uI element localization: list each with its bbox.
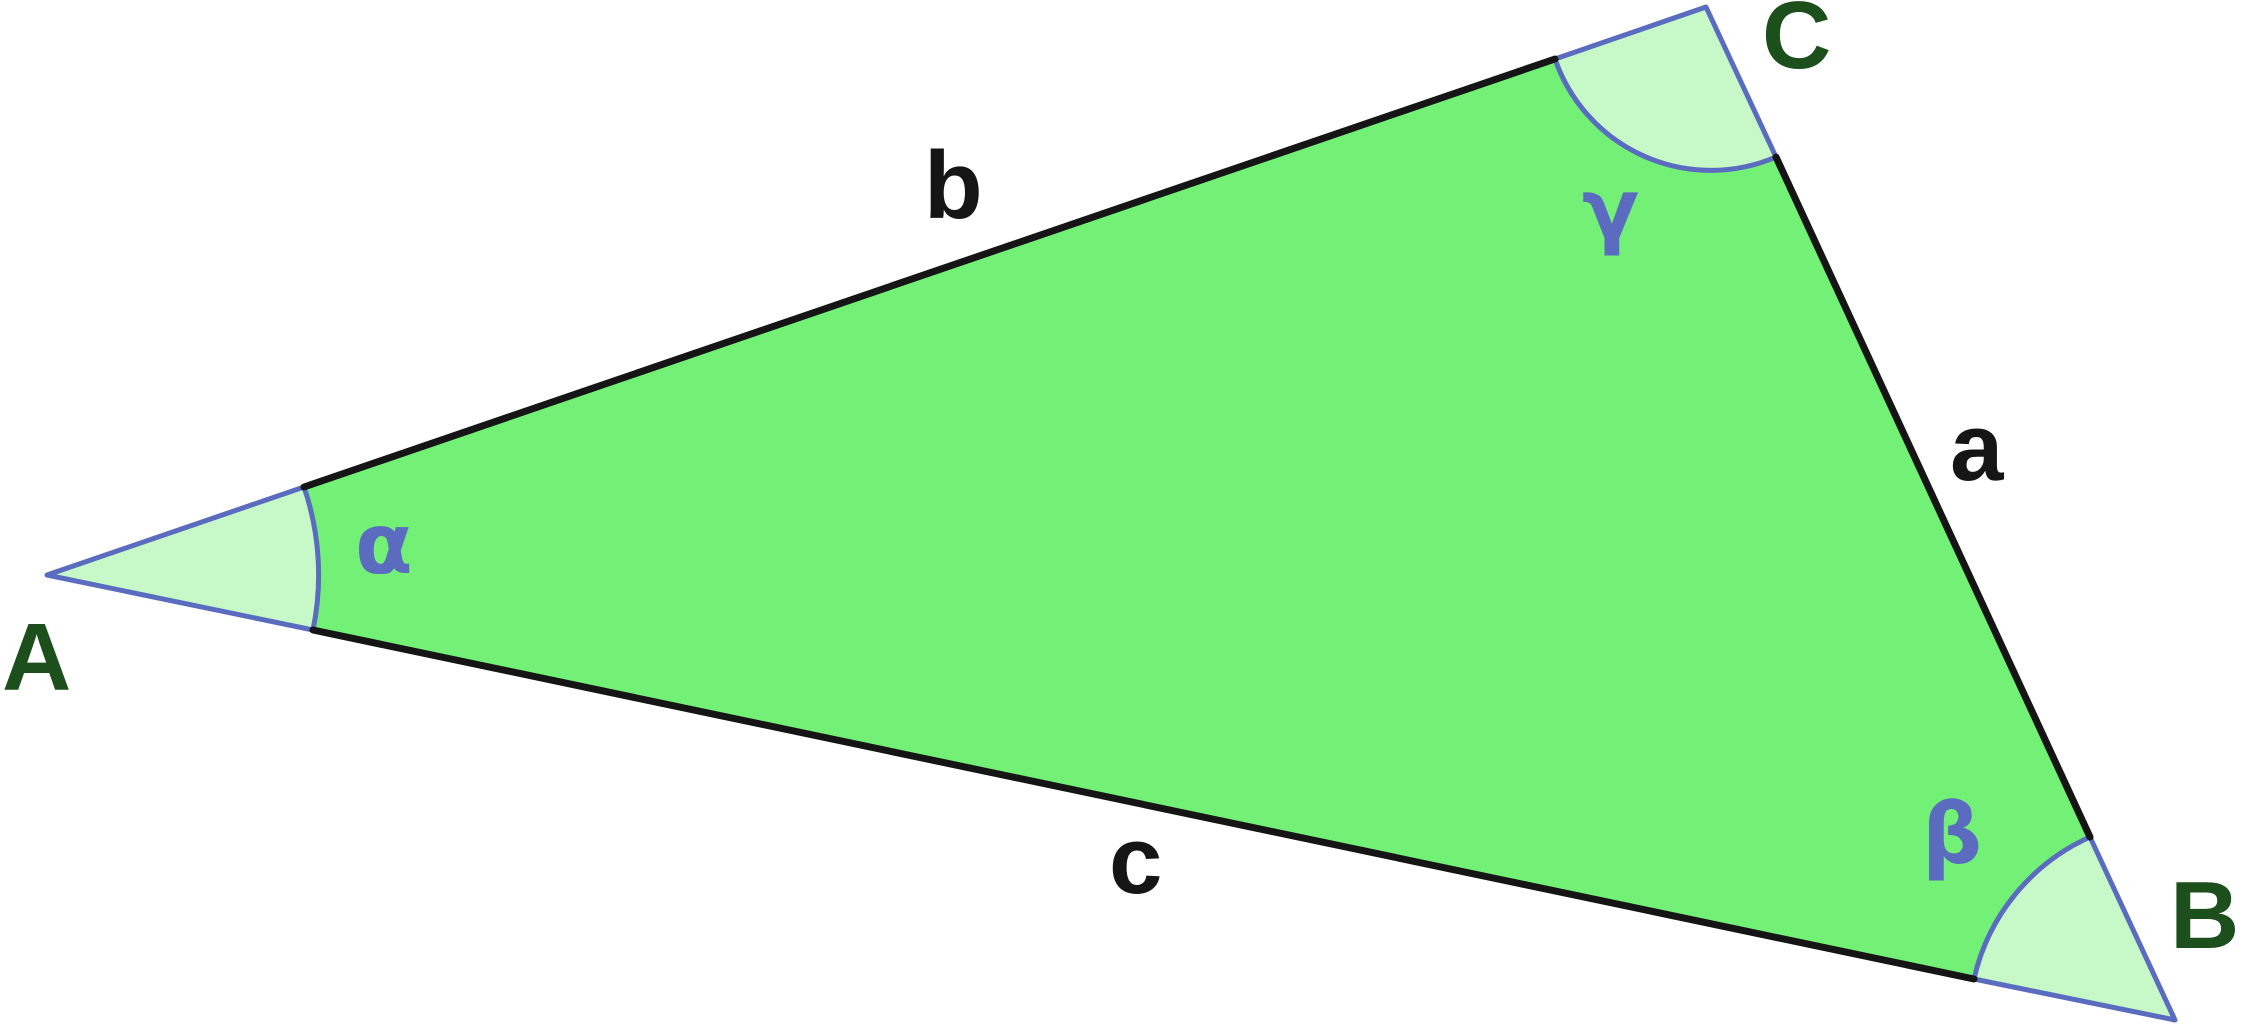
angle-alpha-arc bbox=[44, 484, 322, 633]
vertex-a-label: A bbox=[2, 604, 71, 711]
side-b-edge bbox=[300, 55, 1559, 491]
angle-alpha-sector bbox=[47, 487, 319, 630]
vertex-b-label: B bbox=[2170, 862, 2239, 969]
angle-alpha-label: α bbox=[355, 495, 413, 593]
side-b-label: b bbox=[924, 132, 983, 239]
triangle-body bbox=[47, 7, 2175, 1020]
vertex-c-label: C bbox=[1762, 0, 1831, 89]
side-a-edge bbox=[1772, 153, 2094, 841]
angle-gamma-sector bbox=[1555, 7, 1776, 171]
side-a-label: a bbox=[1950, 394, 2004, 501]
side-c-edge bbox=[309, 626, 1978, 983]
angle-beta-label: β bbox=[1922, 785, 1982, 883]
angle-beta-sector bbox=[1974, 837, 2175, 1020]
angle-beta-arc bbox=[1971, 834, 2178, 1023]
angle-gamma-label: γ bbox=[1582, 160, 1639, 258]
angle-gamma-arc bbox=[1552, 4, 1779, 173]
side-c-label: c bbox=[1109, 807, 1162, 914]
